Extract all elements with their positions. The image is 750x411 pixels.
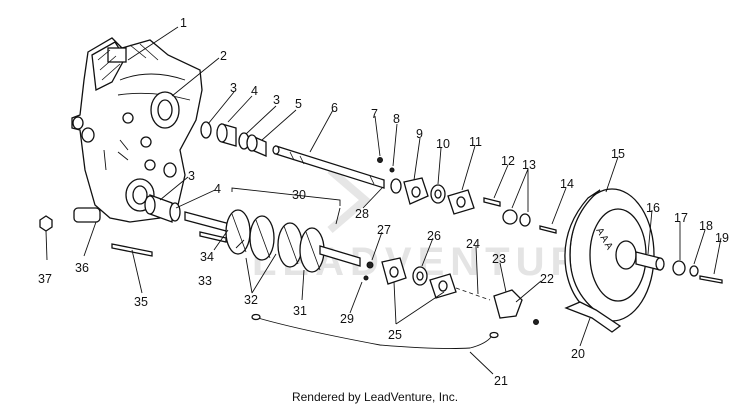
callout-3b: 3 [273, 93, 280, 107]
callout-7: 7 [371, 107, 378, 121]
callout-31: 31 [293, 304, 307, 318]
callout-11: 11 [469, 135, 482, 149]
rendered-by-credit: Rendered by LeadVenture, Inc. [291, 390, 459, 404]
callout-33: 33 [198, 274, 212, 288]
callout-32: 32 [244, 293, 258, 307]
callout-labels: 1 2 3 4 3 5 6 7 8 9 10 11 12 13 14 15 16… [38, 16, 729, 388]
callout-34: 34 [200, 250, 214, 264]
callout-22: 22 [540, 272, 554, 286]
callout-4a: 4 [251, 84, 258, 98]
callout-12: 12 [501, 154, 515, 168]
callout-10: 10 [436, 137, 450, 151]
callout-24: 24 [466, 237, 480, 251]
callout-1: 1 [180, 16, 187, 30]
callout-5: 5 [295, 97, 302, 111]
gear-shaft-assembly [144, 187, 361, 273]
callout-19: 19 [715, 231, 729, 245]
callout-15: 15 [611, 147, 625, 161]
callout-26: 26 [427, 229, 441, 243]
callout-2: 2 [220, 49, 227, 63]
callout-17: 17 [674, 211, 688, 225]
callout-28: 28 [355, 207, 369, 221]
callout-4b: 4 [214, 182, 221, 196]
callout-6: 6 [331, 101, 338, 115]
callout-23: 23 [492, 252, 506, 266]
transmission-housing [71, 37, 203, 223]
callout-27: 27 [377, 223, 391, 237]
upper-shaft-parts [200, 121, 385, 189]
callout-14: 14 [560, 177, 574, 191]
callout-3a: 3 [230, 81, 237, 95]
callout-29: 29 [340, 312, 354, 326]
callout-21: 21 [494, 374, 508, 388]
callout-20: 20 [571, 347, 585, 361]
callout-30: 30 [292, 188, 306, 202]
callout-36: 36 [75, 261, 89, 275]
callout-3c: 3 [188, 169, 195, 183]
callout-35: 35 [134, 295, 148, 309]
callout-9: 9 [416, 127, 423, 141]
leader-lines [45, 26, 722, 375]
bearing-plates [363, 157, 557, 325]
callout-37: 37 [38, 272, 52, 286]
callout-25: 25 [388, 328, 402, 342]
callout-8: 8 [393, 112, 400, 126]
drive-pulley: A A A [564, 188, 723, 333]
callout-13: 13 [522, 158, 536, 172]
callout-16: 16 [646, 201, 660, 215]
callout-18: 18 [699, 219, 713, 233]
